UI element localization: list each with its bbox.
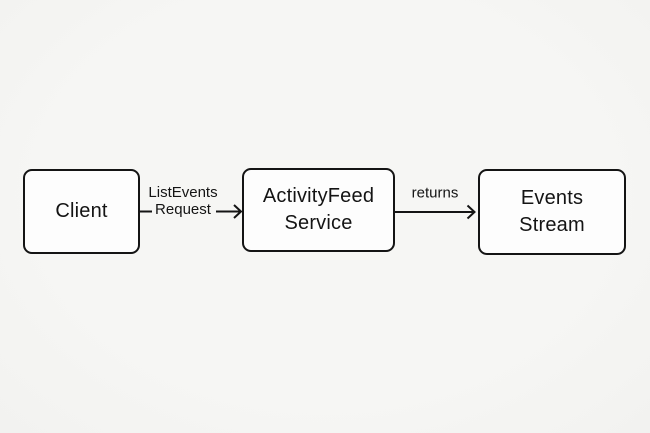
node-client-label: Client bbox=[55, 200, 108, 222]
node-activityfeed-service-label: ActivityFeed Service bbox=[262, 185, 375, 234]
edge-client-to-service-arrowhead-icon bbox=[233, 204, 243, 219]
edge-client-to-service bbox=[140, 204, 243, 219]
edge-service-to-events-arrowhead-icon bbox=[466, 204, 476, 220]
edge-label-listevents-request: ListEvents Request bbox=[148, 184, 218, 218]
edge-service-to-events bbox=[395, 204, 476, 220]
node-activityfeed-service: ActivityFeed Service bbox=[242, 168, 395, 252]
edge-label-returns: returns bbox=[411, 184, 459, 202]
node-events-stream-label: Events Stream bbox=[519, 187, 585, 236]
node-client: Client bbox=[23, 169, 140, 254]
node-events-stream: Events Stream bbox=[478, 169, 626, 255]
